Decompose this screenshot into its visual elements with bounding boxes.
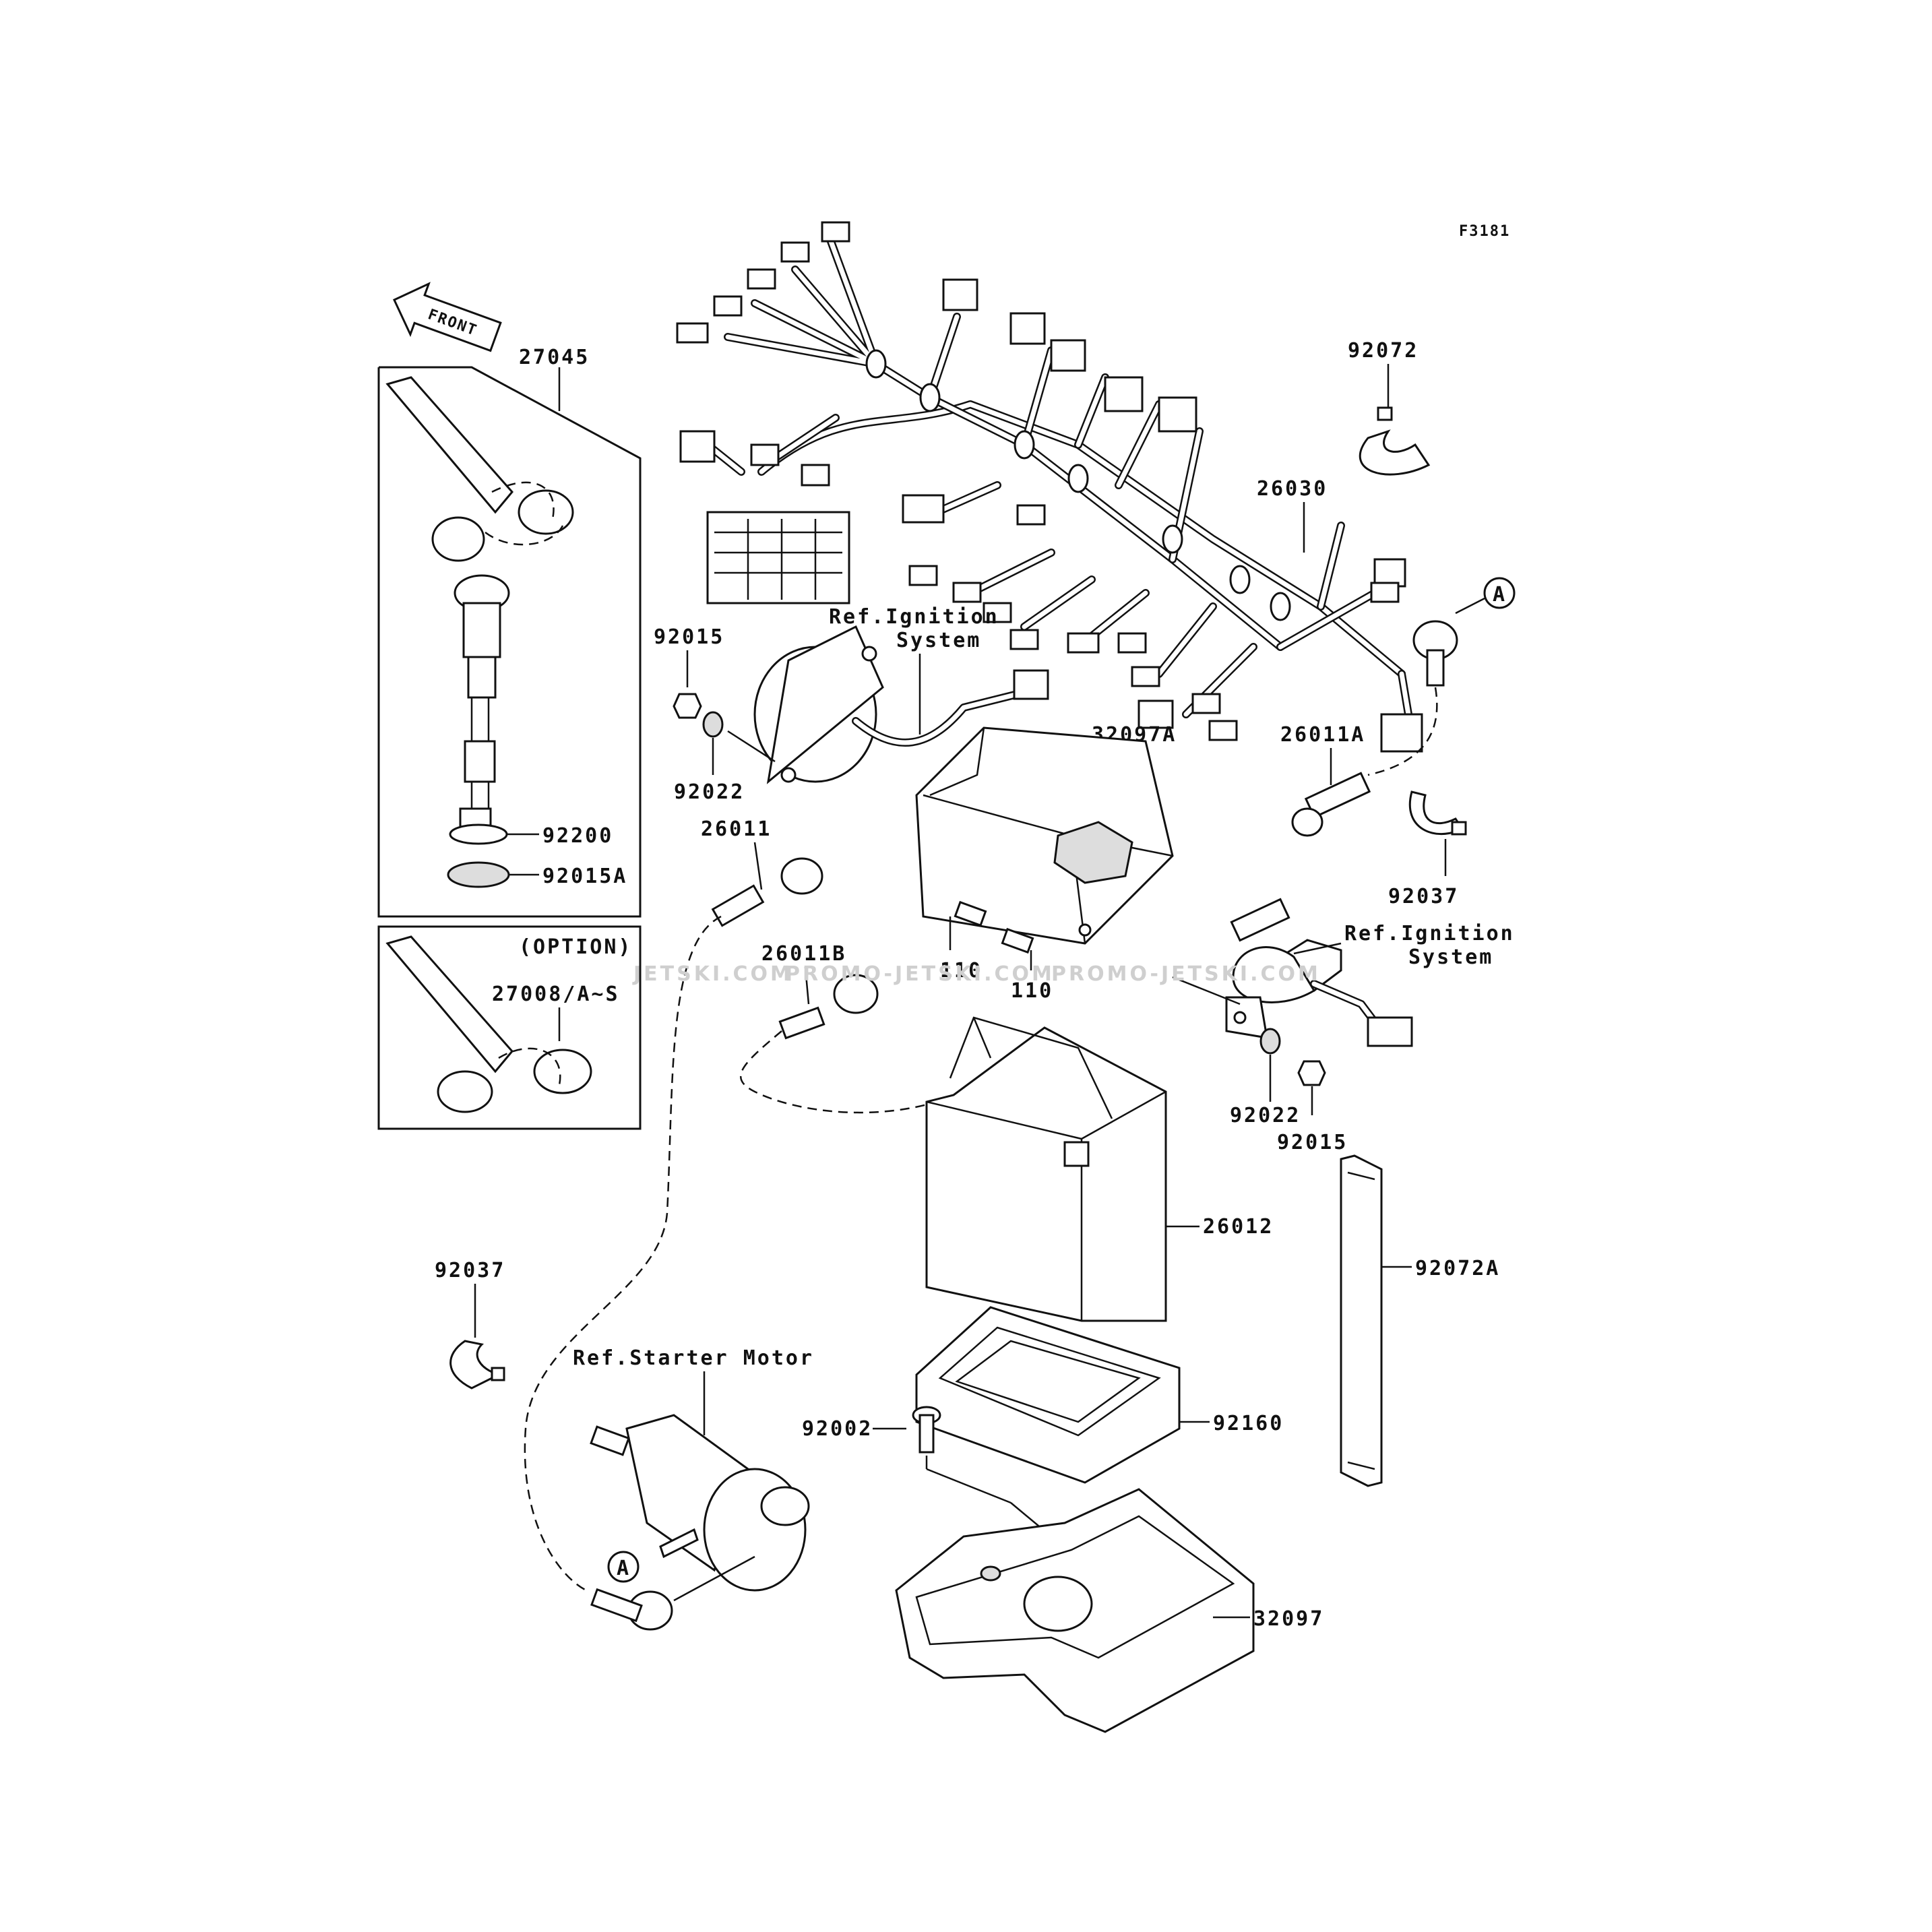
part-92037-right-label: 92037 bbox=[1388, 885, 1459, 908]
option-key-panel: (OPTION) 27008/A~S bbox=[377, 925, 642, 1130]
part-26012-label: 26012 bbox=[1203, 1215, 1274, 1239]
ref-ignition-upper-line1: Ref.Ignition bbox=[829, 605, 999, 629]
battery-26012: 26012 bbox=[925, 1016, 1274, 1322]
battery-cable-26011: 26011 bbox=[524, 817, 823, 1592]
bolts-110: 110 110 bbox=[940, 900, 1053, 1003]
part-92022-lower-label: 92022 bbox=[1230, 1104, 1301, 1127]
part-92072-label: 92072 bbox=[1348, 339, 1419, 363]
ref-ignition-right-line1: Ref.Ignition bbox=[1344, 922, 1515, 945]
bolt-92002: 92002 bbox=[802, 1406, 1052, 1537]
part-110-a-label: 110 bbox=[940, 959, 983, 983]
ref-starter-label: Ref.Starter Motor bbox=[573, 1346, 814, 1370]
part-27008-label: 27008/A~S bbox=[492, 983, 620, 1006]
battery-box-32097: 32097 bbox=[895, 1488, 1324, 1733]
marker-a-right: A bbox=[1493, 583, 1507, 606]
watermark-2: PROMO-JETSKI.COM bbox=[785, 962, 1055, 986]
part-92022-upper-label: 92022 bbox=[674, 780, 745, 804]
part-26030-label: 26030 bbox=[1257, 477, 1328, 501]
battery-cover-32097A: 32097A bbox=[915, 723, 1175, 945]
ref-ignition-right-line2: System bbox=[1408, 945, 1493, 969]
part-92015-lower-label: 92015 bbox=[1277, 1131, 1348, 1154]
watermark-1: JETSKI.COM bbox=[632, 962, 793, 986]
cable-26011A: A 26011A bbox=[1280, 577, 1516, 837]
part-110-b-label: 110 bbox=[1011, 979, 1053, 1003]
part-92072A-label: 92072A bbox=[1415, 1257, 1500, 1280]
wire-harness-26030: 26030 bbox=[676, 221, 1423, 753]
part-27045-label: 27045 bbox=[519, 346, 590, 369]
battery-cable-26011B: 26011B bbox=[740, 942, 1025, 1114]
part-26011B-label: 26011B bbox=[761, 942, 846, 966]
part-92200-label: 92200 bbox=[542, 824, 613, 848]
part-32097-label: 32097 bbox=[1253, 1607, 1324, 1631]
band-92037-right: 92037 bbox=[1388, 790, 1467, 908]
part-26011-label: 26011 bbox=[701, 817, 772, 841]
strap-92072A: 92072A bbox=[1340, 1154, 1500, 1487]
nut-washer-lower: 92022 92015 bbox=[1230, 1028, 1348, 1154]
nut-washer-upper: 92015 92022 bbox=[654, 625, 776, 804]
starter-motor: Ref.Starter Motor A bbox=[573, 1346, 814, 1631]
ref-ignition-upper-line2: System bbox=[896, 629, 981, 652]
option-label: (OPTION) bbox=[519, 935, 633, 959]
band-92072: 92072 bbox=[1348, 339, 1431, 476]
ignition-pickup-coil: Ref.Ignition System bbox=[753, 605, 1049, 784]
part-92160-label: 92160 bbox=[1213, 1412, 1284, 1435]
band-92037-left: 92037 bbox=[435, 1259, 505, 1390]
part-92015-upper-label: 92015 bbox=[654, 625, 724, 649]
front-arrow-icon: FRONT bbox=[393, 282, 502, 352]
starter-relay: Ref.Ignition System bbox=[1172, 898, 1515, 1047]
part-92002-label: 92002 bbox=[802, 1417, 873, 1441]
part-92037-left-label: 92037 bbox=[435, 1259, 505, 1282]
marker-a-left: A bbox=[617, 1557, 631, 1580]
figure-code: F3181 bbox=[1459, 223, 1510, 240]
part-92015A-label: 92015A bbox=[542, 865, 627, 888]
battery-tray-92160: 92160 bbox=[915, 1306, 1284, 1484]
ignition-switch-kit-panel: 27045 92200 92015A bbox=[377, 346, 642, 918]
watermark-3: PROMO-JETSKI.COM bbox=[1051, 962, 1321, 986]
part-26011A-label: 26011A bbox=[1280, 723, 1365, 747]
